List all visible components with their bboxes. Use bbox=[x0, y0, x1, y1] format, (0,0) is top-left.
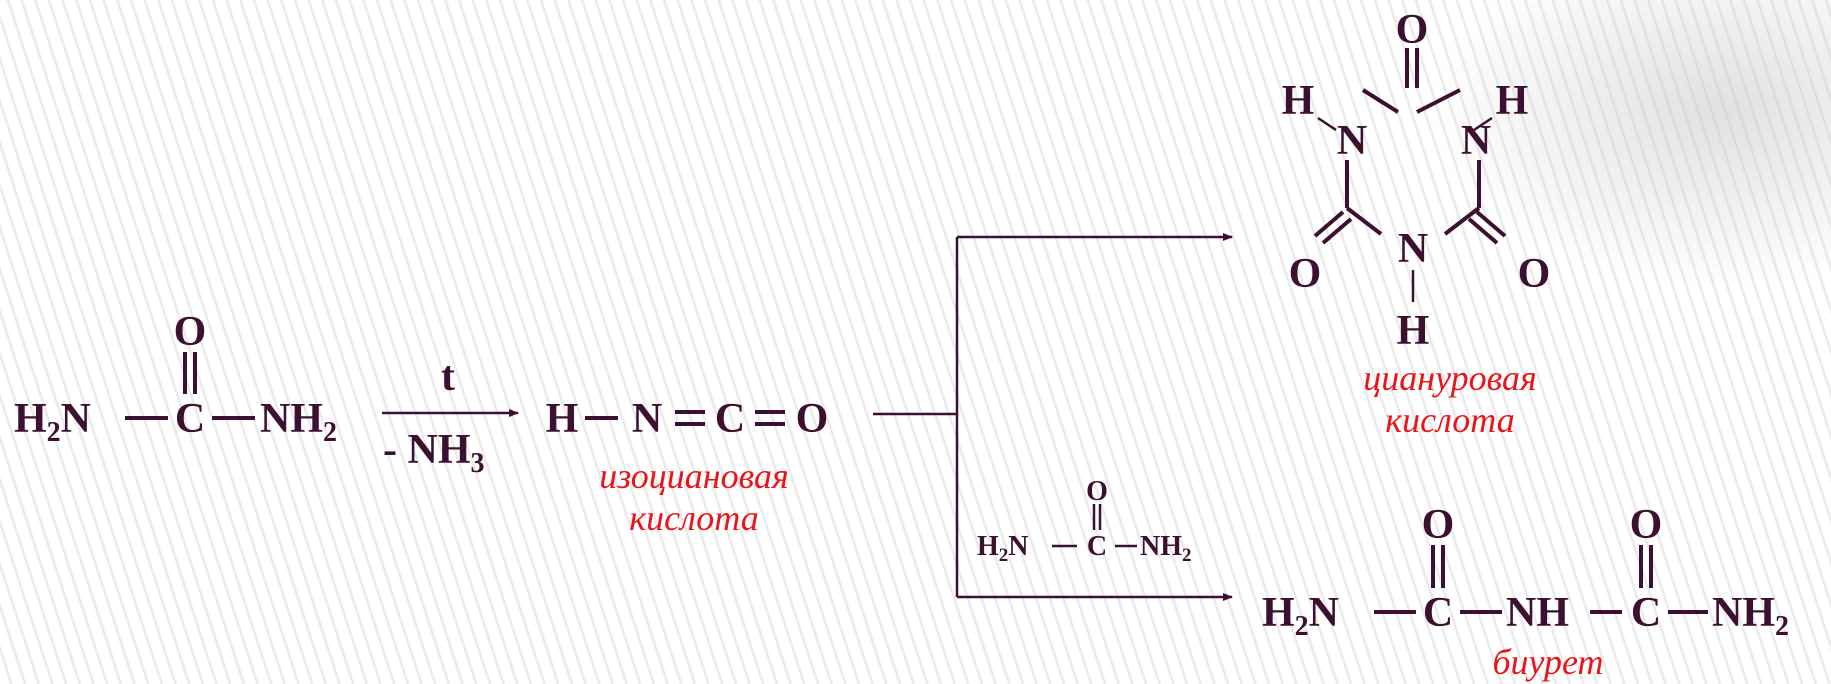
hnco-oxygen: O bbox=[796, 396, 829, 442]
reagent-amine-right: NH2 bbox=[1140, 531, 1192, 566]
biuret-carbon-1: C bbox=[1423, 590, 1453, 636]
hnco-hydrogen: H bbox=[546, 396, 579, 442]
ring-bond-c-n-2 bbox=[1416, 88, 1461, 114]
cyanuric-o-left: O bbox=[1289, 251, 1322, 297]
ring-bond-n-c-1 bbox=[1361, 88, 1400, 114]
cyanuric-o-top: O bbox=[1396, 7, 1429, 53]
cyanuric-h-right: H bbox=[1496, 78, 1529, 124]
hnco-carbon: C bbox=[715, 396, 745, 442]
ring-bond-n-c-5 bbox=[1345, 206, 1383, 236]
reagent-carbon: C bbox=[1087, 531, 1107, 562]
isocyanic-label-line-1: изоциановая bbox=[599, 456, 789, 496]
cyanuric-h-left: H bbox=[1282, 78, 1315, 124]
cyanuric-n-bottom: N bbox=[1398, 226, 1428, 272]
cyanuric-label-line-2: кислота bbox=[1385, 400, 1514, 440]
carbonyl-right-2 bbox=[1467, 217, 1499, 245]
cyanuric-acid: O H N H N N O O H циануровая кислота bbox=[1282, 7, 1551, 440]
isocyanic-acid: H N C O изоциановая кислота bbox=[546, 396, 829, 538]
isocyanic-label-line-2: кислота bbox=[629, 498, 758, 538]
reagent-oxygen: O bbox=[1086, 476, 1108, 507]
cyanuric-n-left: N bbox=[1337, 118, 1367, 164]
reagent-amine-left: H2N bbox=[977, 531, 1029, 566]
urea-reagent: O H2N C NH2 bbox=[977, 476, 1192, 566]
urea-amine-left: H2N bbox=[14, 396, 91, 448]
heating-arrow: t - NH3 bbox=[382, 354, 519, 479]
cyanuric-o-right: O bbox=[1518, 251, 1551, 297]
nh-bond-left bbox=[1317, 116, 1337, 132]
biuret-label: биурет bbox=[1492, 642, 1603, 682]
cyanuric-h-bottom: H bbox=[1397, 308, 1430, 354]
biuret: H2N C O NH C O NH2 биурет bbox=[1262, 502, 1789, 682]
urea-carbonyl-oxygen: O bbox=[174, 309, 207, 355]
urea-amine-right: NH2 bbox=[260, 396, 337, 448]
biuret-nh: NH bbox=[1506, 590, 1569, 636]
condition-ammonia-loss: - NH3 bbox=[383, 427, 485, 479]
cyanuric-n-right: N bbox=[1461, 118, 1491, 164]
carbonyl-left-2 bbox=[1321, 217, 1353, 245]
urea-carbon: C bbox=[175, 396, 205, 442]
biuret-oxygen-1: O bbox=[1422, 502, 1455, 548]
cyanuric-label-line-1: циануровая bbox=[1363, 358, 1536, 398]
biuret-carbon-2: C bbox=[1631, 590, 1661, 636]
urea-reactant: O H2N C NH2 bbox=[14, 309, 337, 448]
biuret-amine-right: NH2 bbox=[1712, 590, 1789, 642]
condition-temperature: t bbox=[441, 354, 455, 400]
biuret-oxygen-2: O bbox=[1630, 502, 1663, 548]
carbonyl-left-1 bbox=[1313, 210, 1345, 238]
ring-bond-c-n-4 bbox=[1443, 206, 1481, 236]
hnco-nitrogen: N bbox=[632, 396, 662, 442]
biuret-amine-left: H2N bbox=[1262, 590, 1339, 642]
branch-arrows bbox=[873, 233, 1233, 601]
carbonyl-right-1 bbox=[1475, 210, 1507, 238]
nh-bond-right bbox=[1473, 116, 1493, 132]
